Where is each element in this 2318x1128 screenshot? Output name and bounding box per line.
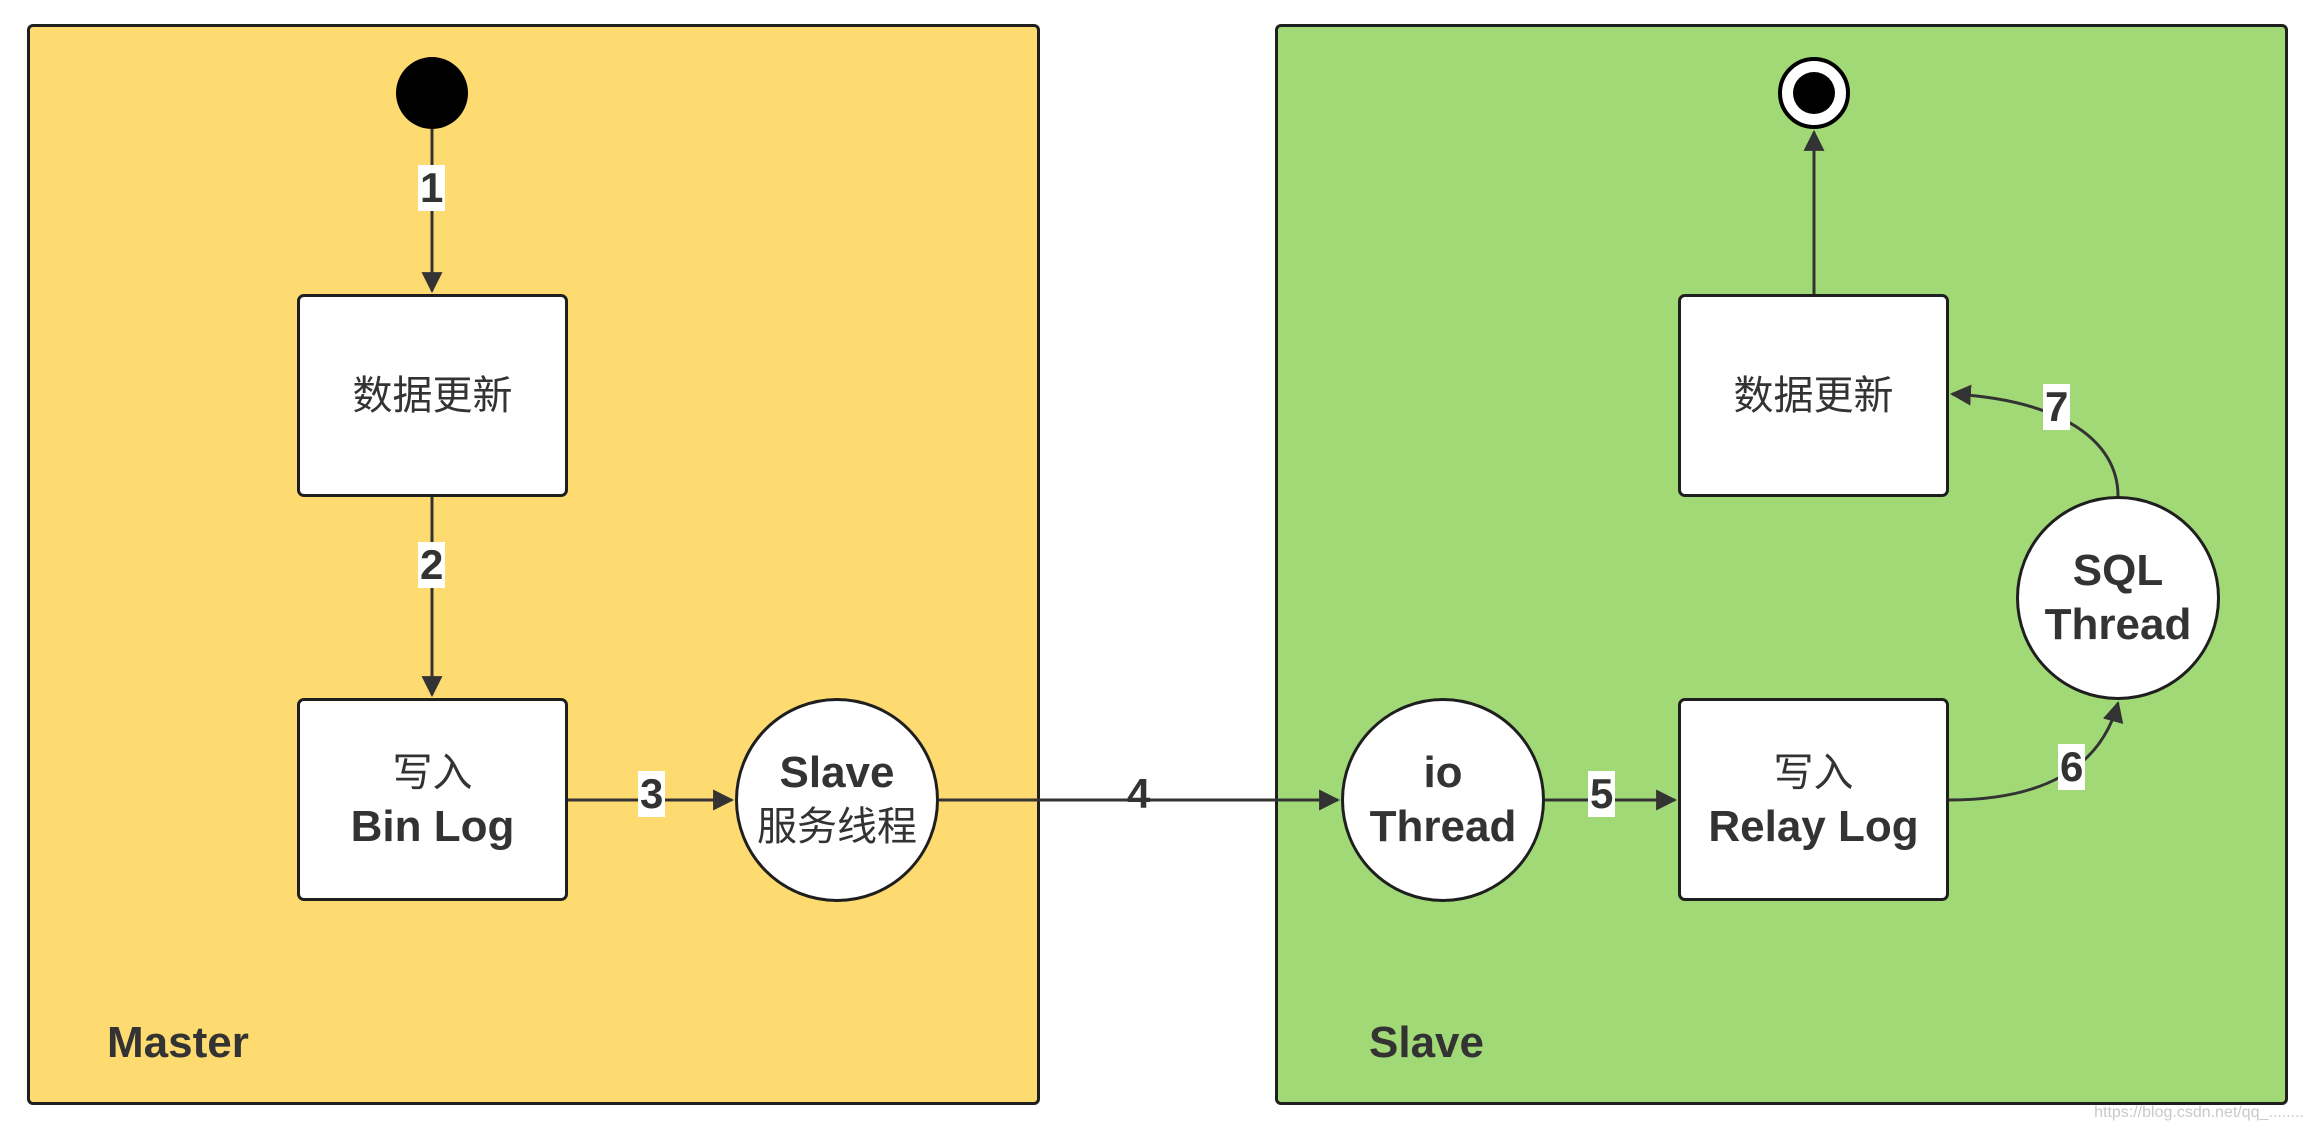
sql-thread-label-2: Thread: [2044, 600, 2192, 649]
master-data-update-node: 数据更新: [297, 294, 568, 497]
start-node: [396, 57, 468, 129]
step-label-2: 2: [418, 541, 446, 588]
step-label-7: 7: [2043, 383, 2071, 430]
step-label-4: 4: [1127, 770, 1151, 817]
master-write-binlog-node: 写入 Bin Log: [297, 698, 568, 901]
edge-6: [1948, 700, 2124, 802]
slave-io-thread-node: io Thread: [1341, 698, 1545, 902]
master-binlog-label: Bin Log: [350, 801, 515, 851]
step-label-1: 1: [418, 164, 446, 211]
slave-data-update-label: 数据更新: [1733, 372, 1894, 419]
slave-relaylog-label: Relay Log: [1708, 801, 1919, 851]
slave-data-update-node: 数据更新: [1678, 294, 1949, 497]
master-write-label: 写入: [392, 749, 473, 796]
master-slave-service-thread-node: Slave 服务线程: [735, 698, 939, 902]
slave-lane-title: Slave: [1369, 1018, 1484, 1067]
edge-7: [1949, 384, 2120, 497]
sql-thread-label-1: SQL: [2072, 546, 2164, 595]
master-lane-title: Master: [107, 1018, 249, 1067]
slave-sql-thread-node: SQL Thread: [2016, 496, 2220, 700]
slave-write-relaylog-node: 写入 Relay Log: [1678, 698, 1949, 901]
io-thread-label-1: io: [1423, 748, 1463, 797]
io-thread-label-2: Thread: [1369, 802, 1517, 851]
step-label-6: 6: [2058, 743, 2086, 790]
slave-write-label: 写入: [1773, 749, 1854, 796]
end-node: [1778, 57, 1850, 129]
step-label-5: 5: [1588, 770, 1616, 817]
master-data-update-label: 数据更新: [352, 372, 513, 419]
slave-service-label-1: Slave: [779, 748, 895, 797]
master-swimlane: [27, 24, 1040, 1105]
step-label-3: 3: [638, 770, 666, 817]
slave-service-label-2: 服务线程: [757, 804, 917, 850]
watermark: https://blog.csdn.net/qq_........: [2094, 1104, 2304, 1121]
